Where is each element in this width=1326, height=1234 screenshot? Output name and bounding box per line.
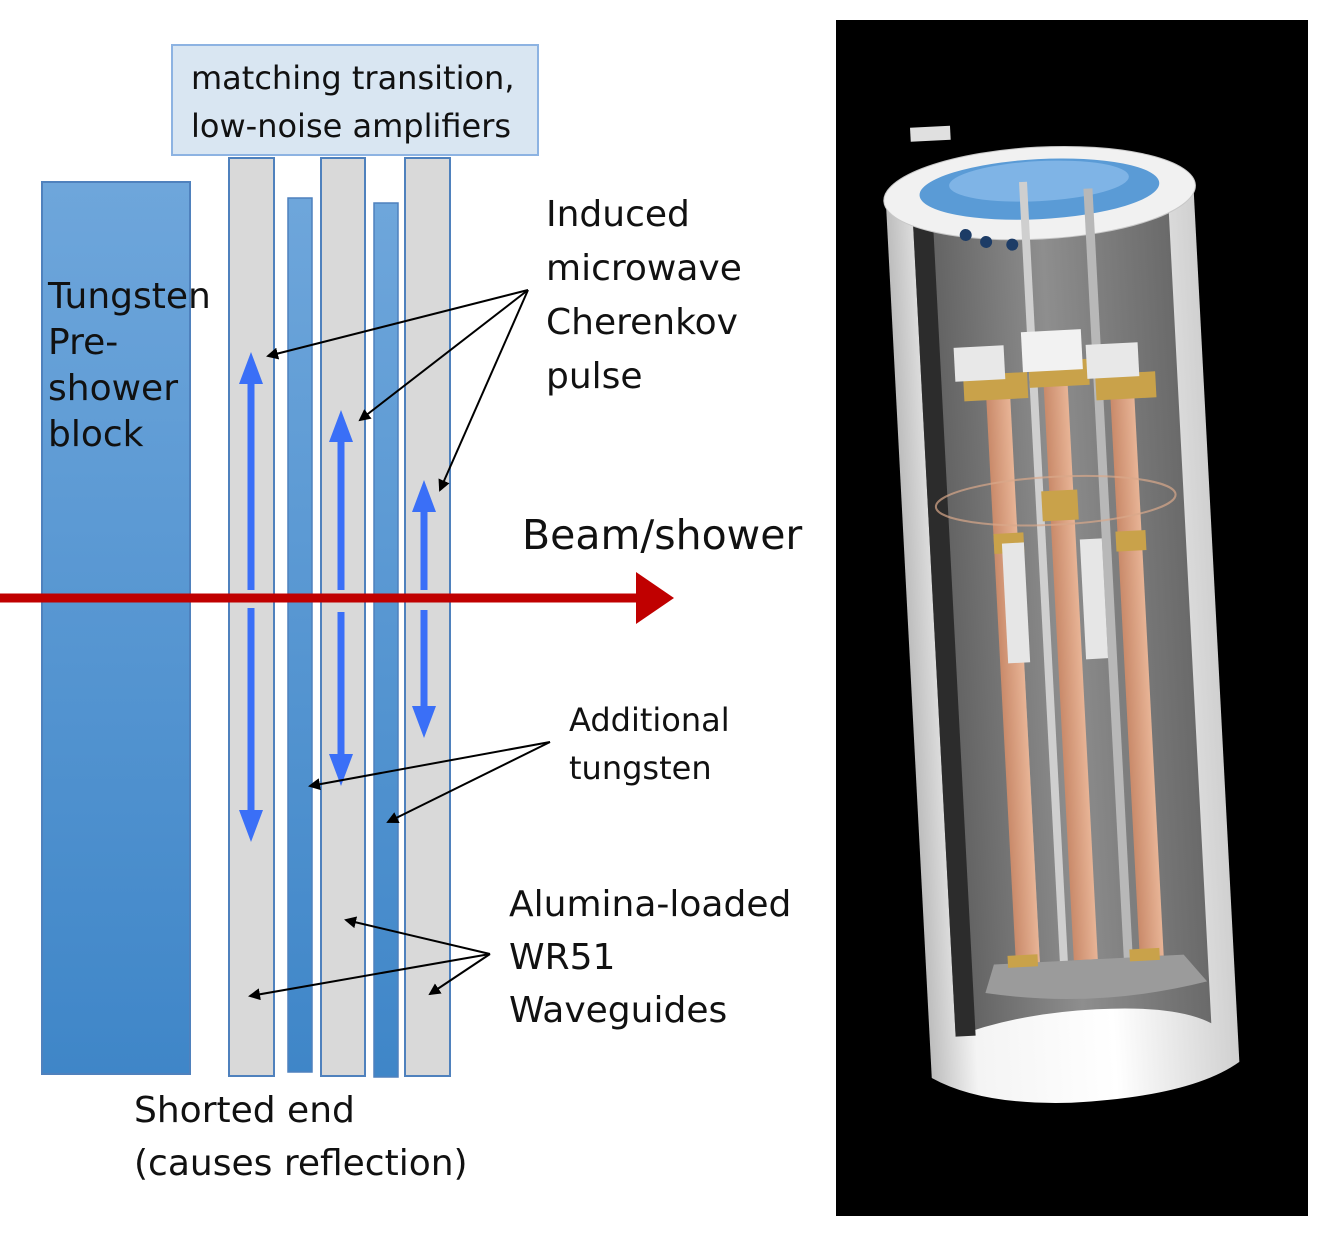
amplifier-box: matching transition, low-noise amplifier… bbox=[171, 44, 539, 156]
additional-tungsten-1 bbox=[287, 197, 313, 1073]
pointer-lines bbox=[248, 289, 551, 1001]
beam-label: Beam/shower bbox=[522, 511, 803, 559]
amplifier-box-label: matching transition, low-noise amplifier… bbox=[191, 54, 514, 150]
additional-tungsten-2 bbox=[373, 202, 399, 1078]
shorted-end-label: Shorted end(causes reflection) bbox=[134, 1090, 468, 1184]
pulse-arrows bbox=[239, 352, 436, 842]
tungsten-preshower-block bbox=[41, 181, 191, 1075]
amplifier-line-1: matching transition, bbox=[191, 59, 515, 97]
schematic-diagram bbox=[0, 157, 674, 1078]
beam-arrow bbox=[0, 572, 674, 624]
canister-illustration bbox=[883, 125, 1240, 1103]
detector-render bbox=[836, 20, 1308, 1216]
amplifier-line-2: low-noise amplifiers bbox=[191, 107, 512, 145]
